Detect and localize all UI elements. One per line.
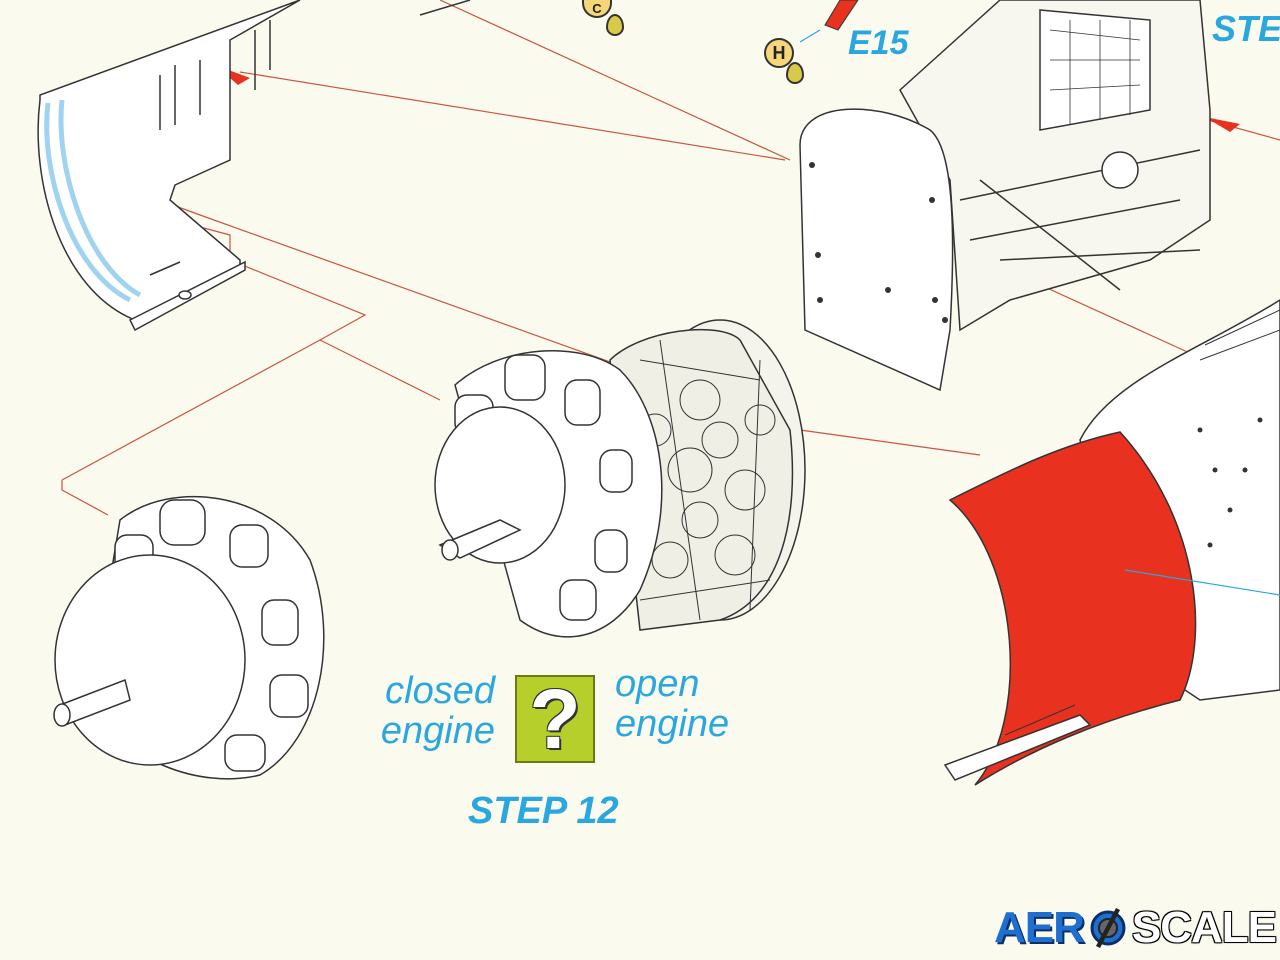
paint-badge-label: C — [592, 1, 602, 16]
closed-engine-part — [53, 495, 325, 780]
paint-drop-icon — [786, 62, 804, 84]
watermark-scale: SCALE — [1131, 903, 1277, 952]
watermark-aero: AER — [993, 903, 1085, 952]
small-red-part — [824, 0, 859, 31]
front-cowling-part — [37, 0, 471, 332]
red-cowling-part — [943, 299, 1280, 786]
open-engine-label: open engine — [615, 663, 730, 745]
question-mark: ? — [529, 671, 581, 766]
cockpit-frame-part — [799, 0, 1211, 392]
guide-line-closed-engine — [61, 480, 109, 516]
watermark-logo: AER SCALE — [993, 903, 1277, 952]
part-number-label: E15 — [848, 24, 909, 62]
part-pointer-line — [1124, 569, 1280, 596]
step-title: STEP 12 — [468, 790, 619, 832]
paint-drop-icon — [606, 14, 624, 36]
question-box: ? — [515, 672, 595, 766]
step-label-partial: STE — [1212, 8, 1280, 49]
guide-line-cockpit — [239, 71, 786, 161]
paint-badge-h: H — [764, 38, 794, 68]
part-pointer-line — [799, 29, 821, 43]
arrow-icon — [1205, 117, 1240, 132]
paint-badge-label: H — [772, 42, 786, 63]
propeller-icon — [1090, 908, 1126, 948]
closed-engine-label: closed engine — [380, 670, 495, 752]
open-engine-part — [434, 319, 806, 638]
